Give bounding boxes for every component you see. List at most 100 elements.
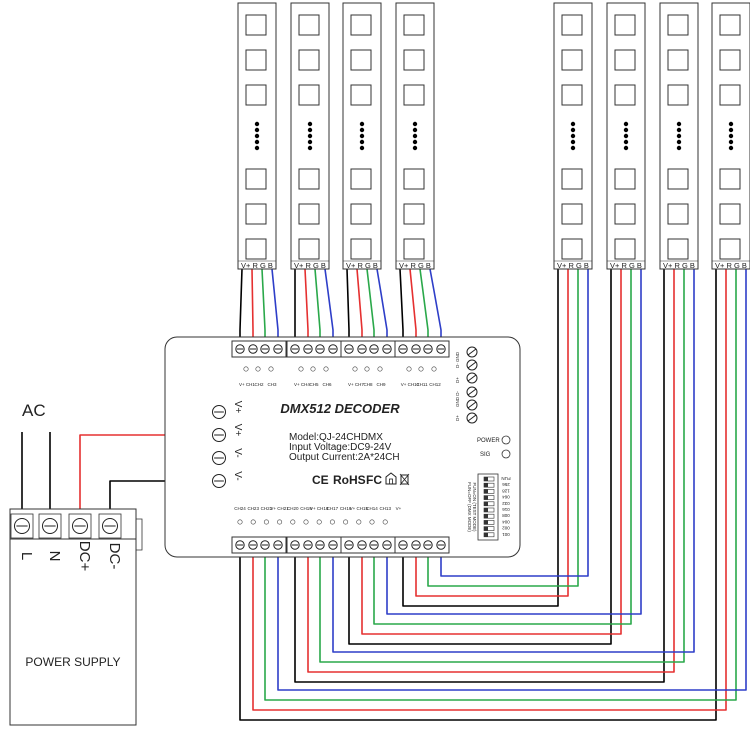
bottom-channel-label: CH19 bbox=[300, 506, 312, 511]
led-chip bbox=[667, 203, 689, 225]
top-channel-label: CH8 bbox=[363, 382, 372, 387]
indicator-dot bbox=[364, 366, 370, 372]
led-chip bbox=[614, 14, 636, 36]
top-terminal-block-4 bbox=[394, 340, 450, 358]
strip-wire bbox=[271, 268, 279, 345]
led-chip bbox=[667, 84, 689, 106]
ps-terminal-dc-minusplus bbox=[72, 518, 88, 534]
decoder-input-voltage: Input Voltage:DC9-24V bbox=[289, 442, 392, 453]
decoder-power-terminal-label: V- bbox=[232, 471, 243, 480]
dip-toggle-knob bbox=[484, 483, 488, 488]
indicator-dot bbox=[352, 366, 358, 372]
screw-terminal-icon bbox=[369, 540, 379, 550]
terminal-housing bbox=[231, 536, 287, 554]
led-chip bbox=[245, 84, 267, 106]
led-chip bbox=[350, 14, 372, 36]
indicator-dot bbox=[406, 366, 412, 372]
led-chip bbox=[245, 168, 267, 190]
led-chip bbox=[719, 14, 741, 36]
led-chip bbox=[403, 14, 425, 36]
strip-wire bbox=[366, 268, 375, 345]
top-channel-label: CH9 bbox=[376, 382, 385, 387]
screw-slot bbox=[467, 374, 477, 382]
ellipsis-dot bbox=[570, 121, 576, 127]
dmx-terminal-label: D+ bbox=[455, 377, 460, 383]
screw-terminal-icon bbox=[315, 344, 325, 354]
top-terminal-block-2 bbox=[286, 340, 342, 358]
ps-terminal-dc-minus bbox=[102, 518, 118, 534]
screw-terminal-icon bbox=[344, 540, 354, 550]
rohs-mark: RoHS bbox=[333, 473, 366, 487]
strip-wire bbox=[332, 269, 695, 653]
screw-terminal-icon bbox=[423, 344, 433, 354]
ellipsis-dot bbox=[359, 145, 365, 151]
strip-pin-label: V+ R G B bbox=[241, 261, 273, 270]
dip-toggle-knob bbox=[484, 508, 488, 512]
bottom-channel-label: V+ CH21 bbox=[270, 506, 289, 511]
decoder-power-terminal-1 bbox=[212, 405, 226, 419]
ps-terminal-label: DC- bbox=[106, 543, 123, 570]
led-strip-4: V+ R G B bbox=[395, 2, 435, 270]
ellipsis-dot bbox=[728, 127, 734, 133]
strip-wire bbox=[294, 269, 665, 683]
led-chip bbox=[403, 84, 425, 106]
led-chip bbox=[403, 238, 425, 260]
led-chip bbox=[614, 238, 636, 260]
power-supply-label: POWER SUPPLY bbox=[25, 655, 120, 669]
indicator-dot bbox=[237, 519, 243, 525]
dip-toggle-knob bbox=[484, 489, 488, 494]
dmx-terminal-screw-icon bbox=[466, 372, 478, 384]
screw-terminal-icon bbox=[290, 540, 300, 550]
indicator-dot bbox=[290, 519, 296, 525]
ellipsis-dot bbox=[623, 133, 629, 139]
strip-wire bbox=[356, 268, 363, 345]
ellipsis-dot bbox=[359, 139, 365, 145]
fc-mark: FC bbox=[366, 473, 382, 487]
decoder-case bbox=[164, 336, 521, 558]
ellipsis-dot bbox=[254, 121, 260, 127]
screw-terminal-icon bbox=[235, 540, 245, 550]
ellipsis-dot bbox=[307, 127, 313, 133]
ellipsis-dot bbox=[728, 139, 734, 145]
ps-terminal-l bbox=[14, 518, 30, 534]
ellipsis-dot bbox=[623, 139, 629, 145]
dip-toggle-knob bbox=[484, 477, 488, 481]
screw-terminal-icon bbox=[248, 344, 258, 354]
decoder-model: Model:QJ-24CHDMX bbox=[289, 432, 383, 443]
strip-wire bbox=[399, 268, 404, 345]
ellipsis-dot bbox=[676, 127, 682, 133]
screw-terminal-icon bbox=[398, 344, 408, 354]
top-channel-label: V+ CH1 bbox=[239, 382, 255, 387]
dip-label: 008 bbox=[502, 513, 510, 518]
top-channel-label: CH5 bbox=[309, 382, 318, 387]
bottom-terminal-block-4 bbox=[394, 536, 450, 554]
screw-terminal-icon bbox=[260, 540, 270, 550]
bottom-channel-label: V+ CH15 bbox=[350, 506, 369, 511]
indicator-dot bbox=[316, 519, 322, 525]
led-chip bbox=[245, 14, 267, 36]
decoder-power-terminal-label: V+ bbox=[232, 401, 243, 414]
screw-slot bbox=[467, 361, 477, 369]
ellipsis-dot bbox=[570, 133, 576, 139]
screw-slot bbox=[467, 401, 477, 409]
screw-terminal-icon bbox=[315, 540, 325, 550]
strip-wire bbox=[304, 268, 309, 345]
ellipsis-dot bbox=[359, 133, 365, 139]
strip-wire bbox=[409, 268, 417, 345]
bottom-channel-label: CH17 bbox=[327, 506, 339, 511]
dip-mode-text: FUN=OFF (DMX MODE) bbox=[467, 482, 472, 532]
led-chip bbox=[245, 49, 267, 71]
strip-wire bbox=[261, 268, 266, 345]
led-strip-6: V+ R G B bbox=[606, 2, 646, 270]
led-chip bbox=[298, 238, 320, 260]
led-chip bbox=[614, 84, 636, 106]
led-chip bbox=[350, 49, 372, 71]
led-chip bbox=[298, 84, 320, 106]
strip-pin-label: V+ R G B bbox=[294, 261, 326, 270]
ellipsis-dot bbox=[570, 127, 576, 133]
led-chip bbox=[667, 168, 689, 190]
bottom-terminal-block-2 bbox=[286, 536, 342, 554]
decoder-power-terminal-3 bbox=[212, 451, 226, 465]
indicator-dot bbox=[323, 366, 329, 372]
